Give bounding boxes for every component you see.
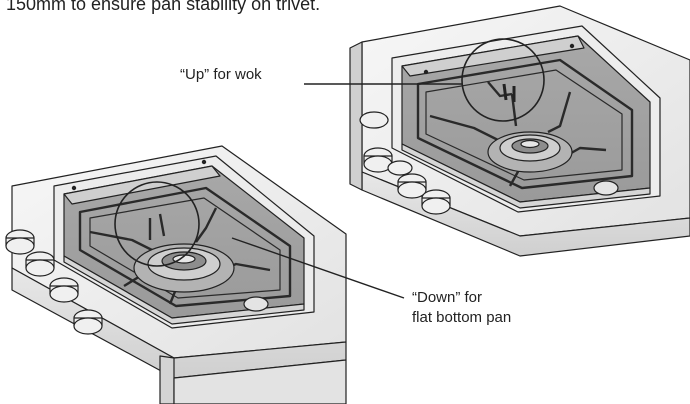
caption-text: 150mm to ensure pan stability on trivet. [6, 0, 321, 14]
control-knobs-down [5, 229, 103, 335]
control-knobs-up [359, 111, 451, 215]
annotation-down-for-flat-pan: “Down” for flat bottom pan [412, 288, 511, 328]
cooktop-unit-down [5, 145, 347, 404]
igniter-button-up [593, 180, 619, 196]
cooktop-unit-up [349, 5, 690, 257]
wok-support-up [502, 83, 516, 102]
igniter-button-down [243, 296, 269, 312]
burner-up [487, 131, 573, 173]
annotation-up-for-wok: “Up” for wok [180, 66, 262, 83]
highlight-circle-up [461, 38, 545, 122]
annotation-down-line2: flat bottom pan [412, 309, 512, 326]
highlight-circle-down [114, 181, 200, 267]
leader-line-down [231, 237, 405, 299]
burner-down [133, 243, 235, 293]
countertop-side-face [349, 41, 363, 191]
annotation-down-line1: “Down” for [412, 289, 483, 306]
